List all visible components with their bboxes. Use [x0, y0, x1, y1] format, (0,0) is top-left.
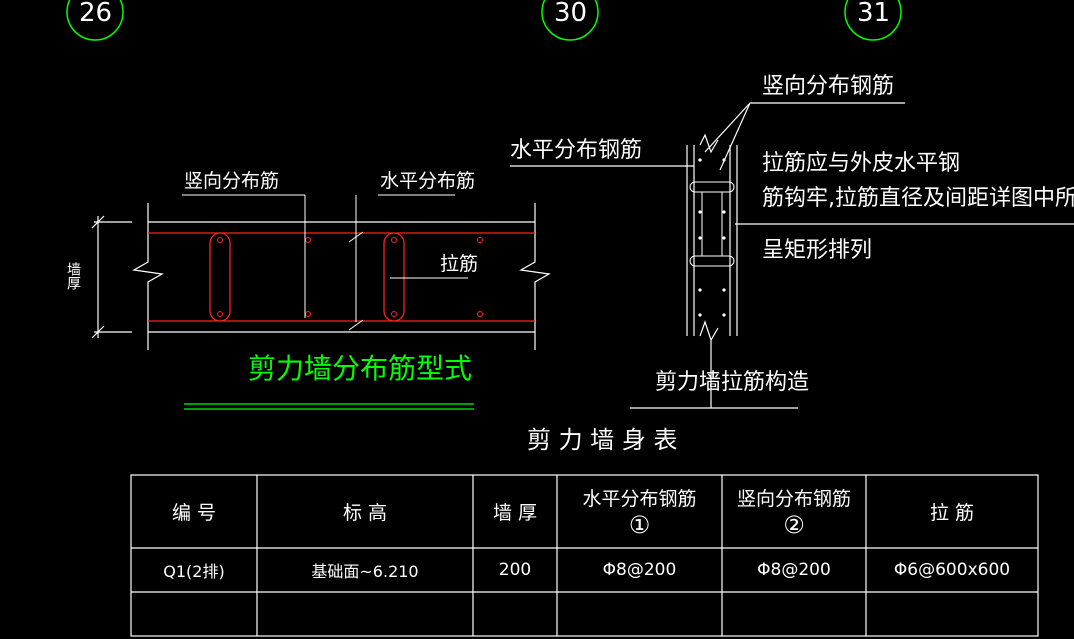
header-thickness: 墙 厚 [492, 502, 538, 524]
row2-thickness [473, 592, 557, 636]
left-detail-title: 剪力墙分布筋型式 [248, 352, 473, 385]
header-horizontal-label: 水平分布钢筋 [582, 488, 697, 510]
label-tie-bar: 拉筋 [440, 253, 479, 275]
row2-horizontal [557, 592, 722, 636]
header-vertical-label: 竖向分布钢筋 [736, 488, 851, 510]
header-vertical-number: ② [783, 511, 805, 539]
label-horizontal-bars: 水平分布筋 [380, 170, 476, 192]
row2-vertical [722, 592, 866, 636]
row2-elevation [257, 592, 473, 636]
table-title: 剪 力 墙 身 表 [527, 426, 678, 454]
axis-label-30: 30 [554, 0, 588, 28]
row2-code [131, 592, 257, 636]
row1-vertical: Φ8@200 [757, 560, 831, 580]
axis-bubbles [66, 0, 902, 41]
wall-table-grid [130, 474, 1039, 637]
label-wall-thickness: 墙厚 [65, 262, 81, 290]
row1-thickness: 200 [498, 560, 532, 580]
row1-tie: Φ6@600x600 [893, 560, 1011, 580]
row1-elevation: 基础面~6.210 [311, 562, 419, 581]
left-wall-detail [91, 194, 551, 410]
axis-bubble-31 [844, 0, 902, 41]
axis-label-31: 31 [857, 0, 891, 28]
axis-bubble-26 [66, 0, 124, 41]
label-horizontal-steel: 水平分布钢筋 [510, 138, 643, 163]
label-vertical-steel: 竖向分布钢筋 [762, 74, 895, 99]
header-horizontal-steel: 水平分布钢筋 ① [557, 475, 722, 548]
row2-tie [866, 592, 1038, 636]
tie-note-line-3: 呈矩形排列 [762, 238, 873, 263]
header-vertical-steel: 竖向分布钢筋 ② [722, 475, 866, 548]
right-wall-detail [510, 102, 1074, 409]
tie-note-line-1: 拉筋应与外皮水平钢 [762, 151, 961, 176]
header-code: 编 号 [171, 502, 217, 524]
header-elevation: 标 高 [342, 502, 388, 524]
label-vertical-bars: 竖向分布筋 [184, 170, 280, 192]
row1-horizontal: Φ8@200 [602, 560, 677, 580]
axis-label-26: 26 [79, 0, 113, 28]
header-tie: 拉 筋 [929, 502, 975, 524]
tie-note-line-2: 筋钩牢,拉筋直径及间距详图中所示 [762, 186, 1074, 211]
right-detail-title: 剪力墙拉筋构造 [655, 370, 810, 395]
row1-code: Q1(2排) [163, 562, 225, 581]
header-horizontal-number: ① [628, 511, 651, 539]
axis-bubble-30 [541, 0, 599, 41]
